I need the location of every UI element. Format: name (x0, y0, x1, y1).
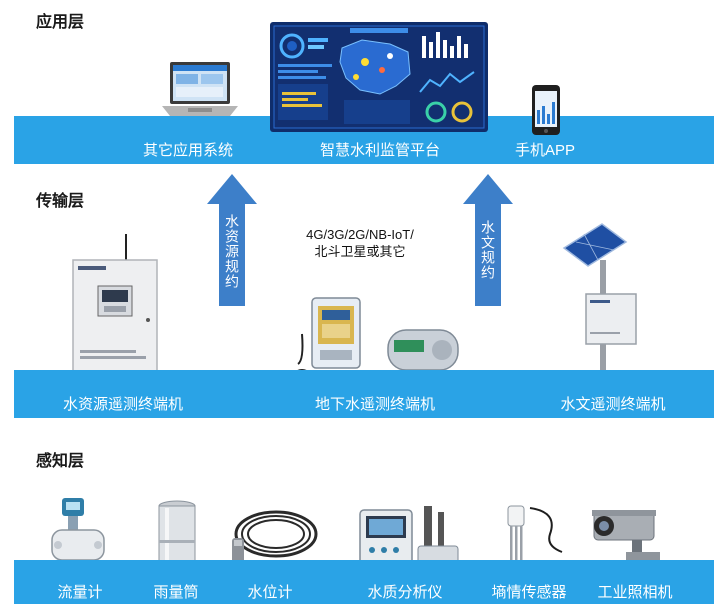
soil-moisture-sensor-icon (507, 505, 563, 560)
water-resource-terminal-cabinet-icon (72, 234, 158, 381)
rain-gauge-label: 雨量筒 (153, 584, 199, 601)
smartphone-icon (532, 85, 560, 135)
protocol-line-2: 北斗卫星或其它 (314, 244, 406, 259)
water-level-sensor-icon (232, 510, 318, 572)
groundwater-terminal-icon (296, 297, 459, 375)
soil-moisture-label: 墒情传感器 (491, 584, 567, 601)
industrial-camera-icon (592, 510, 660, 562)
application-layer-title: 应用层 (36, 14, 85, 31)
flow-meter-label: 流量计 (57, 584, 103, 601)
perception-layer-title: 感知层 (36, 453, 85, 470)
dashboard-screen-icon (270, 22, 488, 132)
arrow-right-text: 水文规约 (480, 220, 496, 280)
sensor-band (14, 560, 714, 604)
transport-layer-title: 传输层 (36, 193, 85, 210)
terminal-band (14, 370, 714, 418)
groundwater-terminal-label: 地下水遥测终端机 (314, 396, 435, 413)
mobile-app-label: 手机APP (514, 142, 575, 159)
laptop-icon (162, 62, 238, 116)
smart-water-platform-label: 智慧水利监管平台 (319, 142, 440, 159)
hydrology-terminal-label: 水文遥测终端机 (560, 396, 666, 413)
water-resource-terminal-label: 水资源遥测终端机 (62, 396, 183, 413)
other-systems-label: 其它应用系统 (142, 142, 233, 159)
water-quality-label: 水质分析仪 (367, 584, 443, 601)
protocol-text: 4G/3G/2G/NB-IoT/ 北斗卫星或其它 (285, 226, 435, 260)
flow-meter-icon (51, 498, 105, 561)
protocol-line-1: 4G/3G/2G/NB-IoT/ (306, 227, 414, 242)
hydrology-station-solar-icon (562, 223, 637, 390)
water-resource-protocol-arrow (207, 174, 257, 306)
water-level-label: 水位计 (247, 584, 293, 601)
hydrology-protocol-arrow (463, 174, 513, 306)
arrow-left-text: 水资源规约 (224, 214, 240, 289)
industrial-camera-label: 工业照相机 (597, 584, 673, 601)
